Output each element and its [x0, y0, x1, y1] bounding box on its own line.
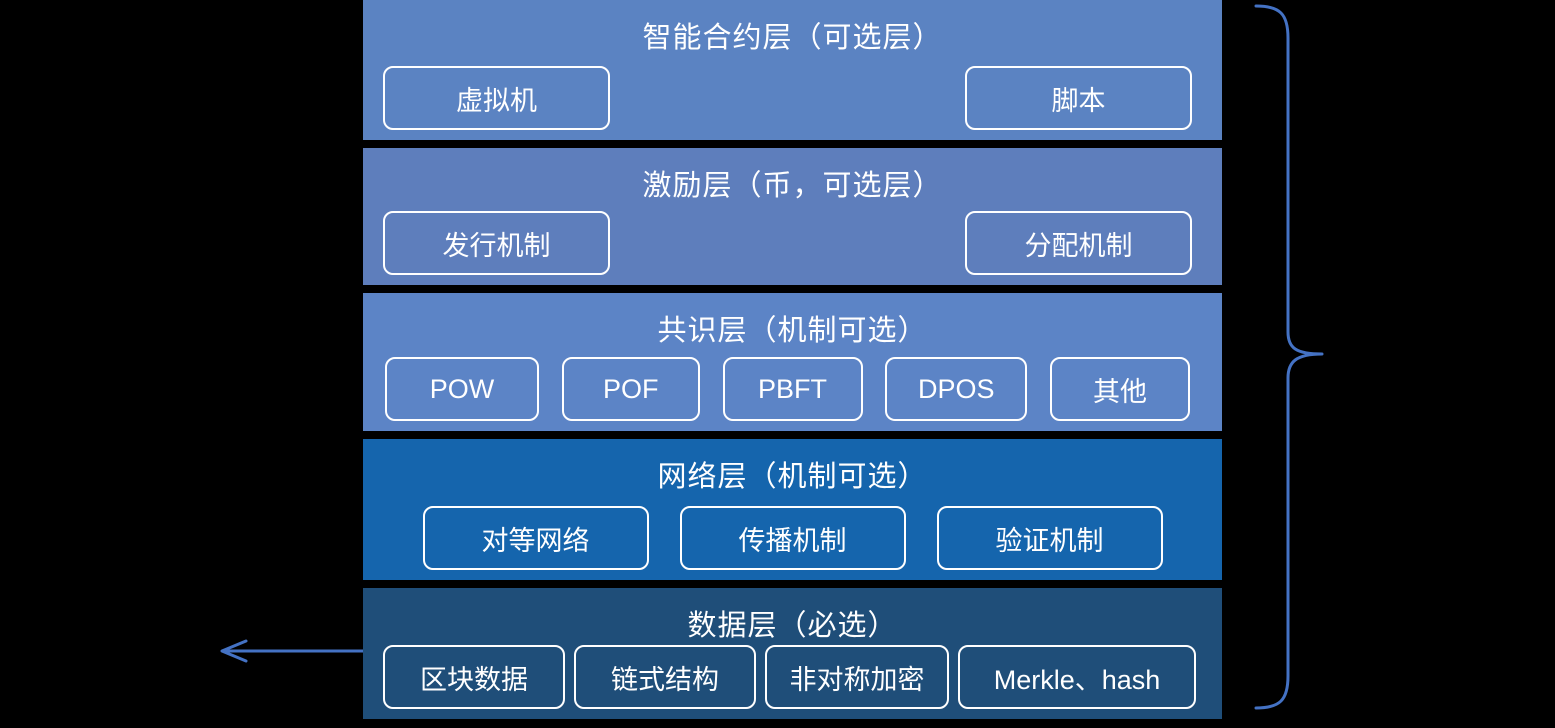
layer-consensus: 共识层（机制可选） POW POF PBFT DPOS 其他	[363, 293, 1222, 431]
box-block-data: 区块数据	[383, 645, 565, 709]
box-pow: POW	[385, 357, 539, 421]
box-dpos: DPOS	[885, 357, 1028, 421]
layer-title-data: 数据层（必选）	[687, 610, 898, 642]
layer-network: 网络层（机制可选） 对等网络 传播机制 验证机制	[363, 439, 1222, 580]
left-arrow	[220, 639, 365, 663]
layer-title-network: 网络层（机制可选）	[657, 461, 928, 493]
layer-boxes: 对等网络 传播机制 验证机制	[363, 495, 1222, 580]
layer-boxes: 虚拟机 脚本	[363, 56, 1222, 140]
layer-data: 数据层（必选） 区块数据 链式结构 非对称加密 Merkle、hash	[363, 588, 1222, 719]
layer-title-incentive: 激励层（币，可选层）	[642, 170, 943, 202]
box-other: 其他	[1050, 357, 1190, 421]
box-pbft: PBFT	[722, 357, 863, 421]
layer-smart-contract: 智能合约层（可选层） 虚拟机 脚本	[363, 0, 1222, 140]
layer-stack: 智能合约层（可选层） 虚拟机 脚本 激励层（币，可选层） 发行机制 分配机制 共…	[363, 0, 1222, 727]
layer-title-consensus: 共识层（机制可选）	[657, 315, 928, 347]
layer-title-smart-contract: 智能合约层（可选层）	[642, 22, 943, 54]
box-distribution-mechanism: 分配机制	[965, 211, 1192, 275]
right-brace-bracket	[1254, 4, 1324, 710]
box-asymmetric-encryption: 非对称加密	[765, 645, 949, 709]
layer-boxes: POW POF PBFT DPOS 其他	[363, 349, 1222, 431]
box-p2p-network: 对等网络	[422, 506, 649, 570]
box-propagation-mechanism: 传播机制	[679, 506, 906, 570]
layer-boxes: 发行机制 分配机制	[363, 204, 1222, 285]
box-pof: POF	[561, 357, 700, 421]
box-issuance-mechanism: 发行机制	[383, 211, 610, 275]
box-chain-structure: 链式结构	[574, 645, 756, 709]
layer-boxes: 区块数据 链式结构 非对称加密 Merkle、hash	[363, 644, 1222, 719]
layer-incentive: 激励层（币，可选层） 发行机制 分配机制	[363, 148, 1222, 285]
box-merkle-hash: Merkle、hash	[958, 645, 1196, 709]
box-verification-mechanism: 验证机制	[936, 506, 1163, 570]
box-script: 脚本	[965, 66, 1192, 130]
box-virtual-machine: 虚拟机	[383, 66, 610, 130]
